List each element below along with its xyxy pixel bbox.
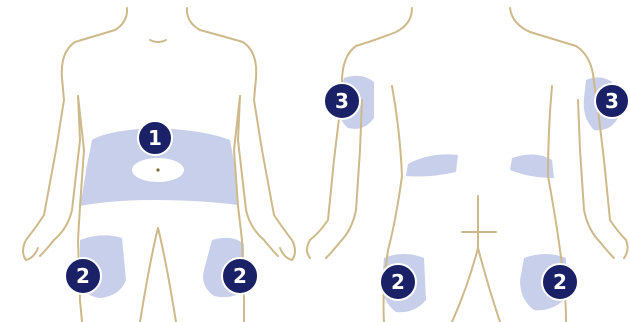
back-inner-legs xyxy=(452,248,500,322)
front-neck-shoulder-right xyxy=(187,8,256,100)
svg-text:2: 2 xyxy=(553,270,567,294)
lower-back-left-region xyxy=(406,154,458,176)
back-left-arm xyxy=(307,110,340,258)
back-right-arm xyxy=(598,110,628,258)
svg-text:1: 1 xyxy=(148,126,162,150)
front-inner-legs xyxy=(140,228,176,322)
site-badge-front-thigh-right: 2 xyxy=(222,258,258,294)
site-badge-front-thigh-left: 2 xyxy=(65,258,101,294)
site-badge-back-arm-right: 3 xyxy=(595,84,629,118)
svg-text:2: 2 xyxy=(233,264,247,288)
back-view xyxy=(307,8,628,322)
front-neck-shoulder-left xyxy=(62,8,127,100)
navel xyxy=(156,168,159,171)
svg-text:2: 2 xyxy=(76,264,90,288)
site-badge-back-thigh-right: 2 xyxy=(542,264,578,300)
svg-text:3: 3 xyxy=(335,89,349,113)
svg-text:3: 3 xyxy=(605,89,619,113)
site-badge-back-arm-left: 3 xyxy=(324,83,360,119)
svg-text:2: 2 xyxy=(391,270,405,294)
site-badge-back-thigh-left: 2 xyxy=(380,264,416,300)
front-chin xyxy=(150,40,166,42)
site-badge-abdomen: 1 xyxy=(138,121,172,155)
